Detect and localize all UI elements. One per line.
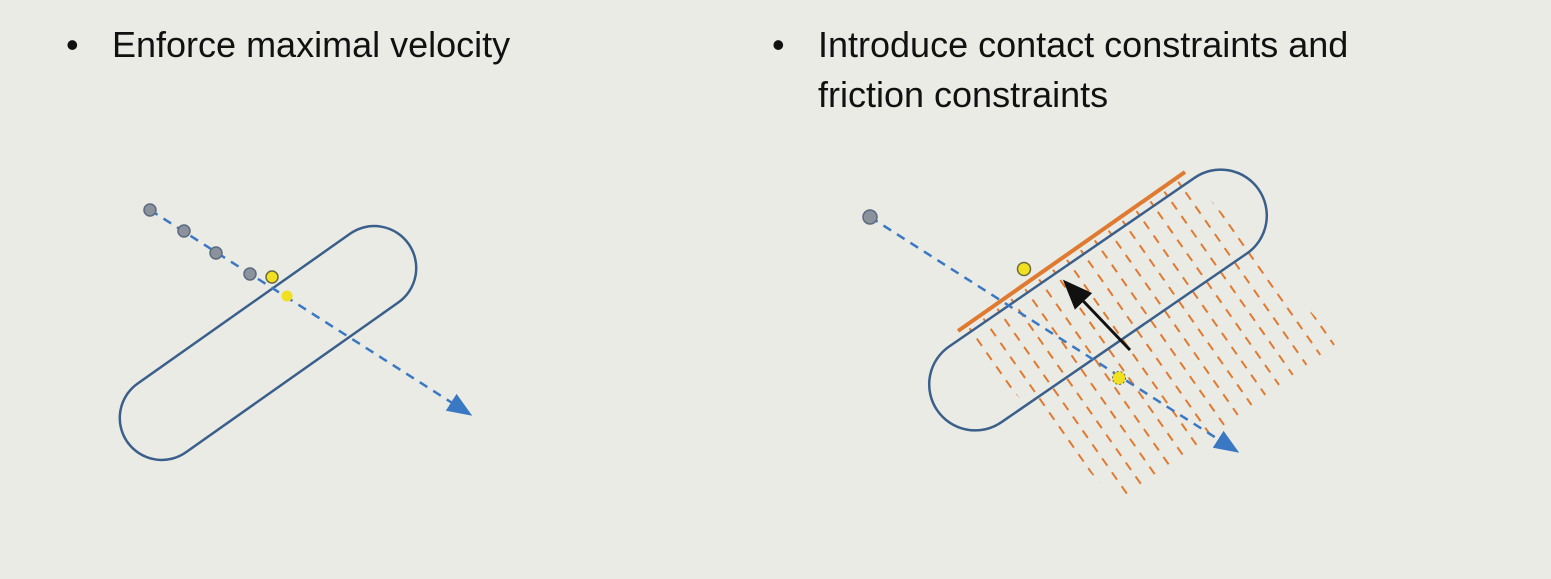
constraint-dash-line xyxy=(1216,175,1338,412)
constraint-dash-line xyxy=(1175,177,1338,442)
contact-point xyxy=(1016,261,1032,277)
clamped-particle xyxy=(281,290,293,302)
constraint-dash-line xyxy=(1147,197,1333,461)
particle-position xyxy=(862,209,878,225)
constraint-dash-line xyxy=(1272,175,1338,373)
constraint-dash-line xyxy=(1343,61,1527,323)
contact-point xyxy=(265,270,279,284)
bullet-marker: • xyxy=(772,24,785,65)
constraint-dash-line xyxy=(1161,187,1338,451)
constraint-dash-line xyxy=(1105,226,1291,490)
constraint-dash-line xyxy=(1007,294,1157,502)
bullet-text-line1: Introduce contact constraints and xyxy=(818,24,1349,65)
constraint-dash-line xyxy=(1049,265,1219,502)
constraint-dash-line xyxy=(1258,175,1338,383)
constraint-dash-line xyxy=(1063,255,1240,502)
capsule-collider xyxy=(927,168,1269,432)
constraint-dash-line xyxy=(1244,175,1338,393)
constraint-dash-line xyxy=(1230,175,1338,403)
constraint-dash-line xyxy=(1328,175,1338,334)
capsule-collider xyxy=(118,224,418,462)
contact-surface xyxy=(956,170,1187,333)
constraint-dash-line xyxy=(1119,216,1305,481)
constraint-dash-line xyxy=(1357,52,1541,314)
penetrating-particle xyxy=(1112,371,1126,385)
constraint-dash-line xyxy=(1021,285,1178,502)
bullet-text: Enforce maximal velocity xyxy=(112,24,511,65)
constraint-dash-line xyxy=(1035,275,1198,502)
particle-position xyxy=(177,224,191,238)
constraint-dash-line xyxy=(1385,32,1551,294)
trajectory-arrow xyxy=(869,215,1240,453)
constraint-dash-line xyxy=(1202,175,1338,422)
bullet-marker: • xyxy=(66,24,79,65)
left-diagram xyxy=(118,203,473,462)
particle-position xyxy=(243,267,257,281)
particle-position xyxy=(143,203,157,217)
particle-position xyxy=(209,246,223,260)
constraint-dash-line xyxy=(966,324,1095,502)
constraint-dash-line xyxy=(1300,175,1338,354)
constraint-dash-line xyxy=(1314,175,1338,344)
trajectory-arrow xyxy=(149,208,473,416)
constraint-dash-line xyxy=(1188,175,1338,432)
constraint-dash-line xyxy=(1133,207,1319,471)
right-diagram xyxy=(862,32,1551,502)
normal-arrow xyxy=(1062,279,1132,352)
bullet-text-line2: friction constraints xyxy=(818,74,1109,115)
constraint-dash-line xyxy=(1371,42,1551,304)
constraint-dash-line xyxy=(1286,175,1338,364)
constraint-dash-line xyxy=(1091,236,1277,500)
constraint-dash-line xyxy=(980,314,1115,502)
constraint-dash-line xyxy=(994,304,1136,502)
